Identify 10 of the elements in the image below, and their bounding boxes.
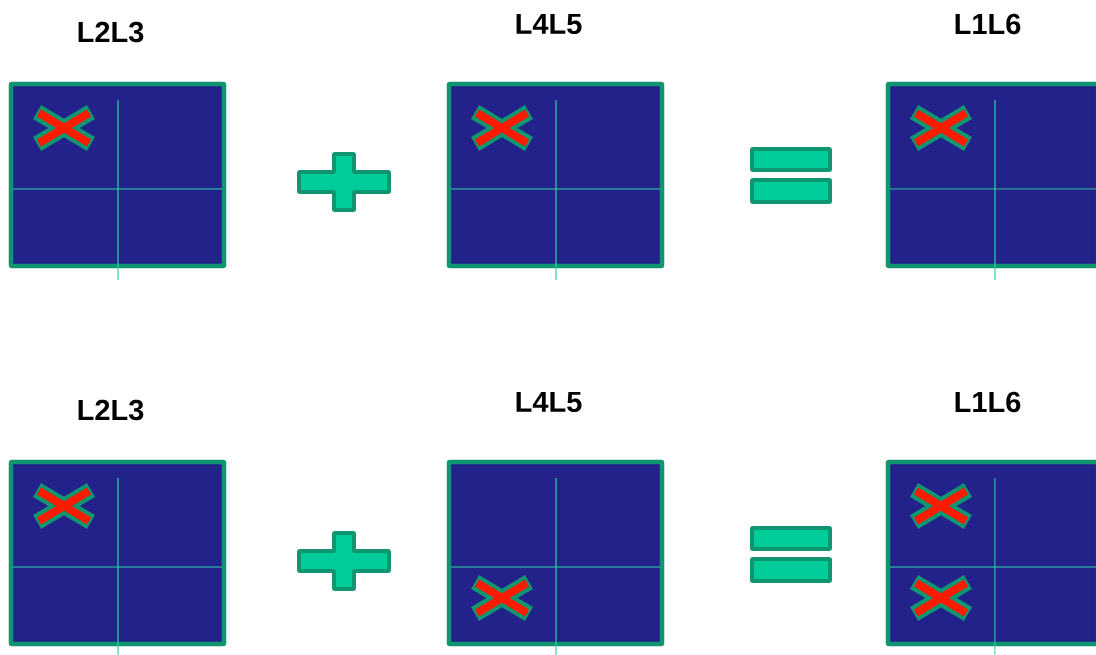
plus-sign bbox=[297, 531, 391, 591]
equals-sign bbox=[750, 147, 832, 204]
box-heading: L1L6 bbox=[955, 13, 1021, 35]
box-heading: L4L5 bbox=[516, 391, 582, 413]
box-heading: L2L3 bbox=[78, 21, 144, 43]
box-heading: L1L6 bbox=[955, 391, 1021, 413]
plus-sign bbox=[297, 152, 391, 212]
equals-sign bbox=[750, 526, 832, 583]
box-heading: L2L3 bbox=[78, 399, 144, 421]
box-heading: L4L5 bbox=[516, 13, 582, 35]
